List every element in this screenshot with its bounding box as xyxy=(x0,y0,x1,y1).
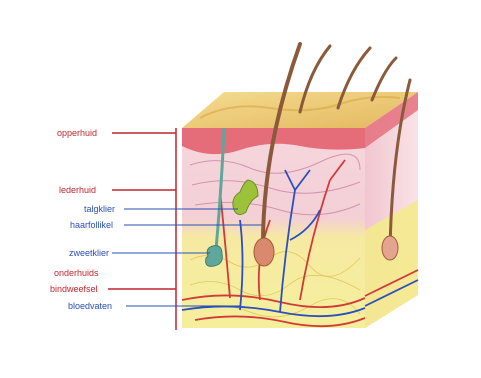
label-onderhuids: onderhuids xyxy=(54,268,99,278)
hair-follicle-bulb-2 xyxy=(382,236,398,260)
skin-front-face xyxy=(182,128,365,328)
hair-follicle-bulb xyxy=(254,238,274,266)
sweat-gland-coil xyxy=(206,246,223,267)
label-opperhuid: opperhuid xyxy=(57,128,97,138)
label-bloedvaten: bloedvaten xyxy=(68,301,112,311)
label-bindweefsel: bindweefsel xyxy=(50,284,98,294)
label-zweetklier: zweetklier xyxy=(69,248,109,258)
label-haarfollikel: haarfollikel xyxy=(70,220,113,230)
label-lederhuid: lederhuid xyxy=(59,185,96,195)
layer-connectors xyxy=(108,133,176,289)
label-talgklier: talgklier xyxy=(84,204,115,214)
